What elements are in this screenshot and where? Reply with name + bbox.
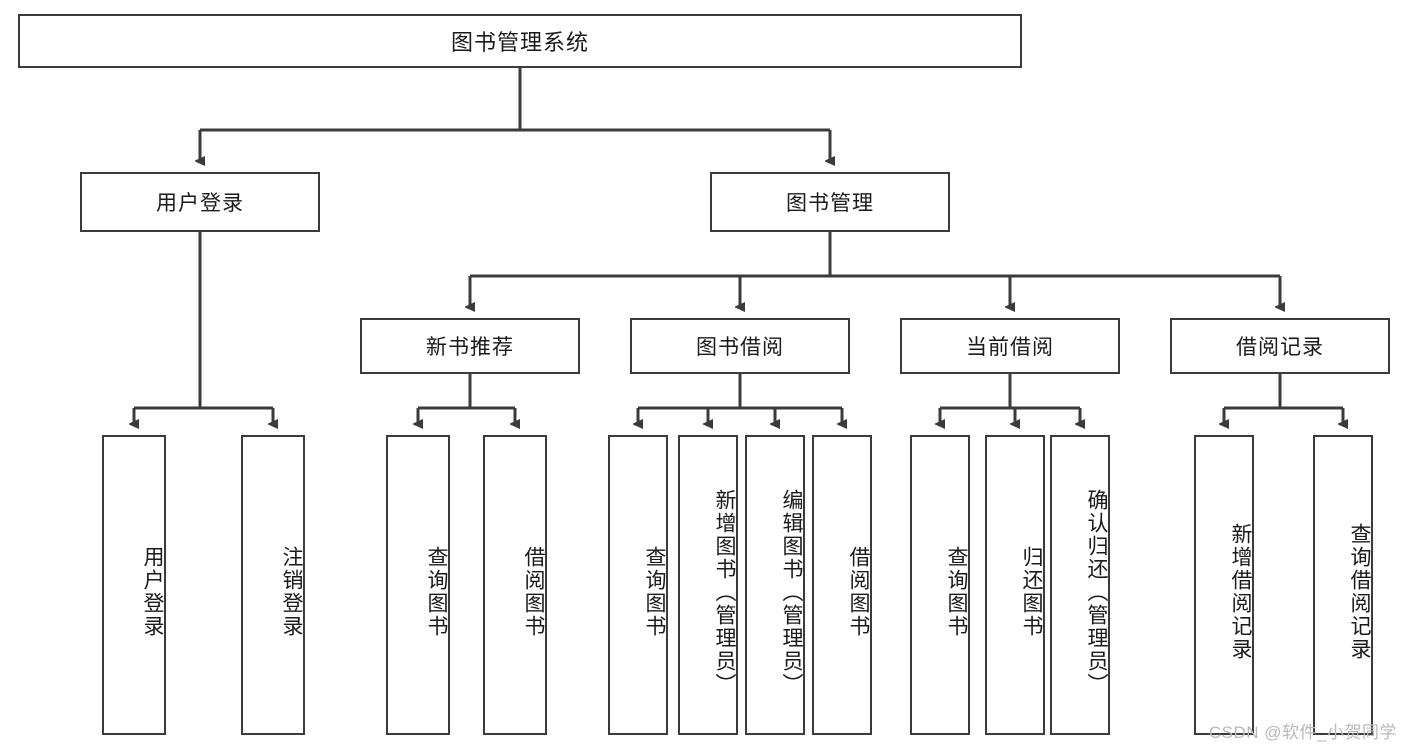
node-leaf-0[interactable]: 用户登录 bbox=[102, 435, 166, 735]
node-level2-0[interactable]: 新书推荐 bbox=[360, 318, 580, 374]
node-level2-0-label: 新书推荐 bbox=[426, 336, 514, 359]
node-leaf-3[interactable]: 借阅图书 bbox=[483, 435, 547, 735]
node-leaf-7[interactable]: 借阅图书 bbox=[812, 435, 872, 735]
node-root-system-label: 图书管理系统 bbox=[450, 30, 589, 55]
node-leaf-5-label: 新增图书（管理员） bbox=[713, 488, 736, 696]
node-level2-3-label: 借阅记录 bbox=[1236, 336, 1324, 359]
node-leaf-8[interactable]: 查询图书 bbox=[910, 435, 970, 735]
node-level1-1-label: 图书管理 bbox=[786, 192, 874, 215]
node-level1-0[interactable]: 用户登录 bbox=[80, 172, 320, 232]
node-level2-1[interactable]: 图书借阅 bbox=[630, 318, 850, 374]
node-leaf-12[interactable]: 查询借阅记录 bbox=[1313, 435, 1373, 735]
watermark-text: CSDN @软件_小贺同学 bbox=[1208, 723, 1397, 742]
node-leaf-10[interactable]: 确认归还（管理员） bbox=[1050, 435, 1110, 735]
node-level1-1[interactable]: 图书管理 bbox=[710, 172, 950, 232]
node-leaf-11-label: 新增借阅记录 bbox=[1229, 523, 1252, 661]
node-leaf-12-label: 查询借阅记录 bbox=[1348, 523, 1371, 661]
node-leaf-7-label: 借阅图书 bbox=[847, 546, 870, 638]
node-leaf-11[interactable]: 新增借阅记录 bbox=[1194, 435, 1254, 735]
node-leaf-1[interactable]: 注销登录 bbox=[241, 435, 305, 735]
node-leaf-4[interactable]: 查询图书 bbox=[608, 435, 668, 735]
node-leaf-2-label: 查询图书 bbox=[425, 546, 448, 638]
node-leaf-2[interactable]: 查询图书 bbox=[386, 435, 450, 735]
node-leaf-4-label: 查询图书 bbox=[643, 546, 666, 638]
node-level2-2[interactable]: 当前借阅 bbox=[900, 318, 1120, 374]
node-level2-1-label: 图书借阅 bbox=[696, 336, 784, 359]
node-leaf-3-label: 借阅图书 bbox=[522, 546, 545, 638]
node-level2-3[interactable]: 借阅记录 bbox=[1170, 318, 1390, 374]
node-leaf-6[interactable]: 编辑图书（管理员） bbox=[745, 435, 805, 735]
node-leaf-10-label: 确认归还（管理员） bbox=[1085, 488, 1108, 696]
node-leaf-9[interactable]: 归还图书 bbox=[985, 435, 1045, 735]
node-root-system[interactable]: 图书管理系统 bbox=[18, 14, 1022, 68]
node-leaf-6-label: 编辑图书（管理员） bbox=[780, 488, 803, 696]
node-leaf-1-label: 注销登录 bbox=[280, 546, 303, 638]
node-leaf-0-label: 用户登录 bbox=[141, 546, 164, 638]
node-level2-2-label: 当前借阅 bbox=[966, 336, 1054, 359]
node-leaf-8-label: 查询图书 bbox=[945, 546, 968, 638]
node-leaf-9-label: 归还图书 bbox=[1020, 546, 1043, 638]
node-level1-0-label: 用户登录 bbox=[156, 192, 244, 215]
node-leaf-5[interactable]: 新增图书（管理员） bbox=[678, 435, 738, 735]
